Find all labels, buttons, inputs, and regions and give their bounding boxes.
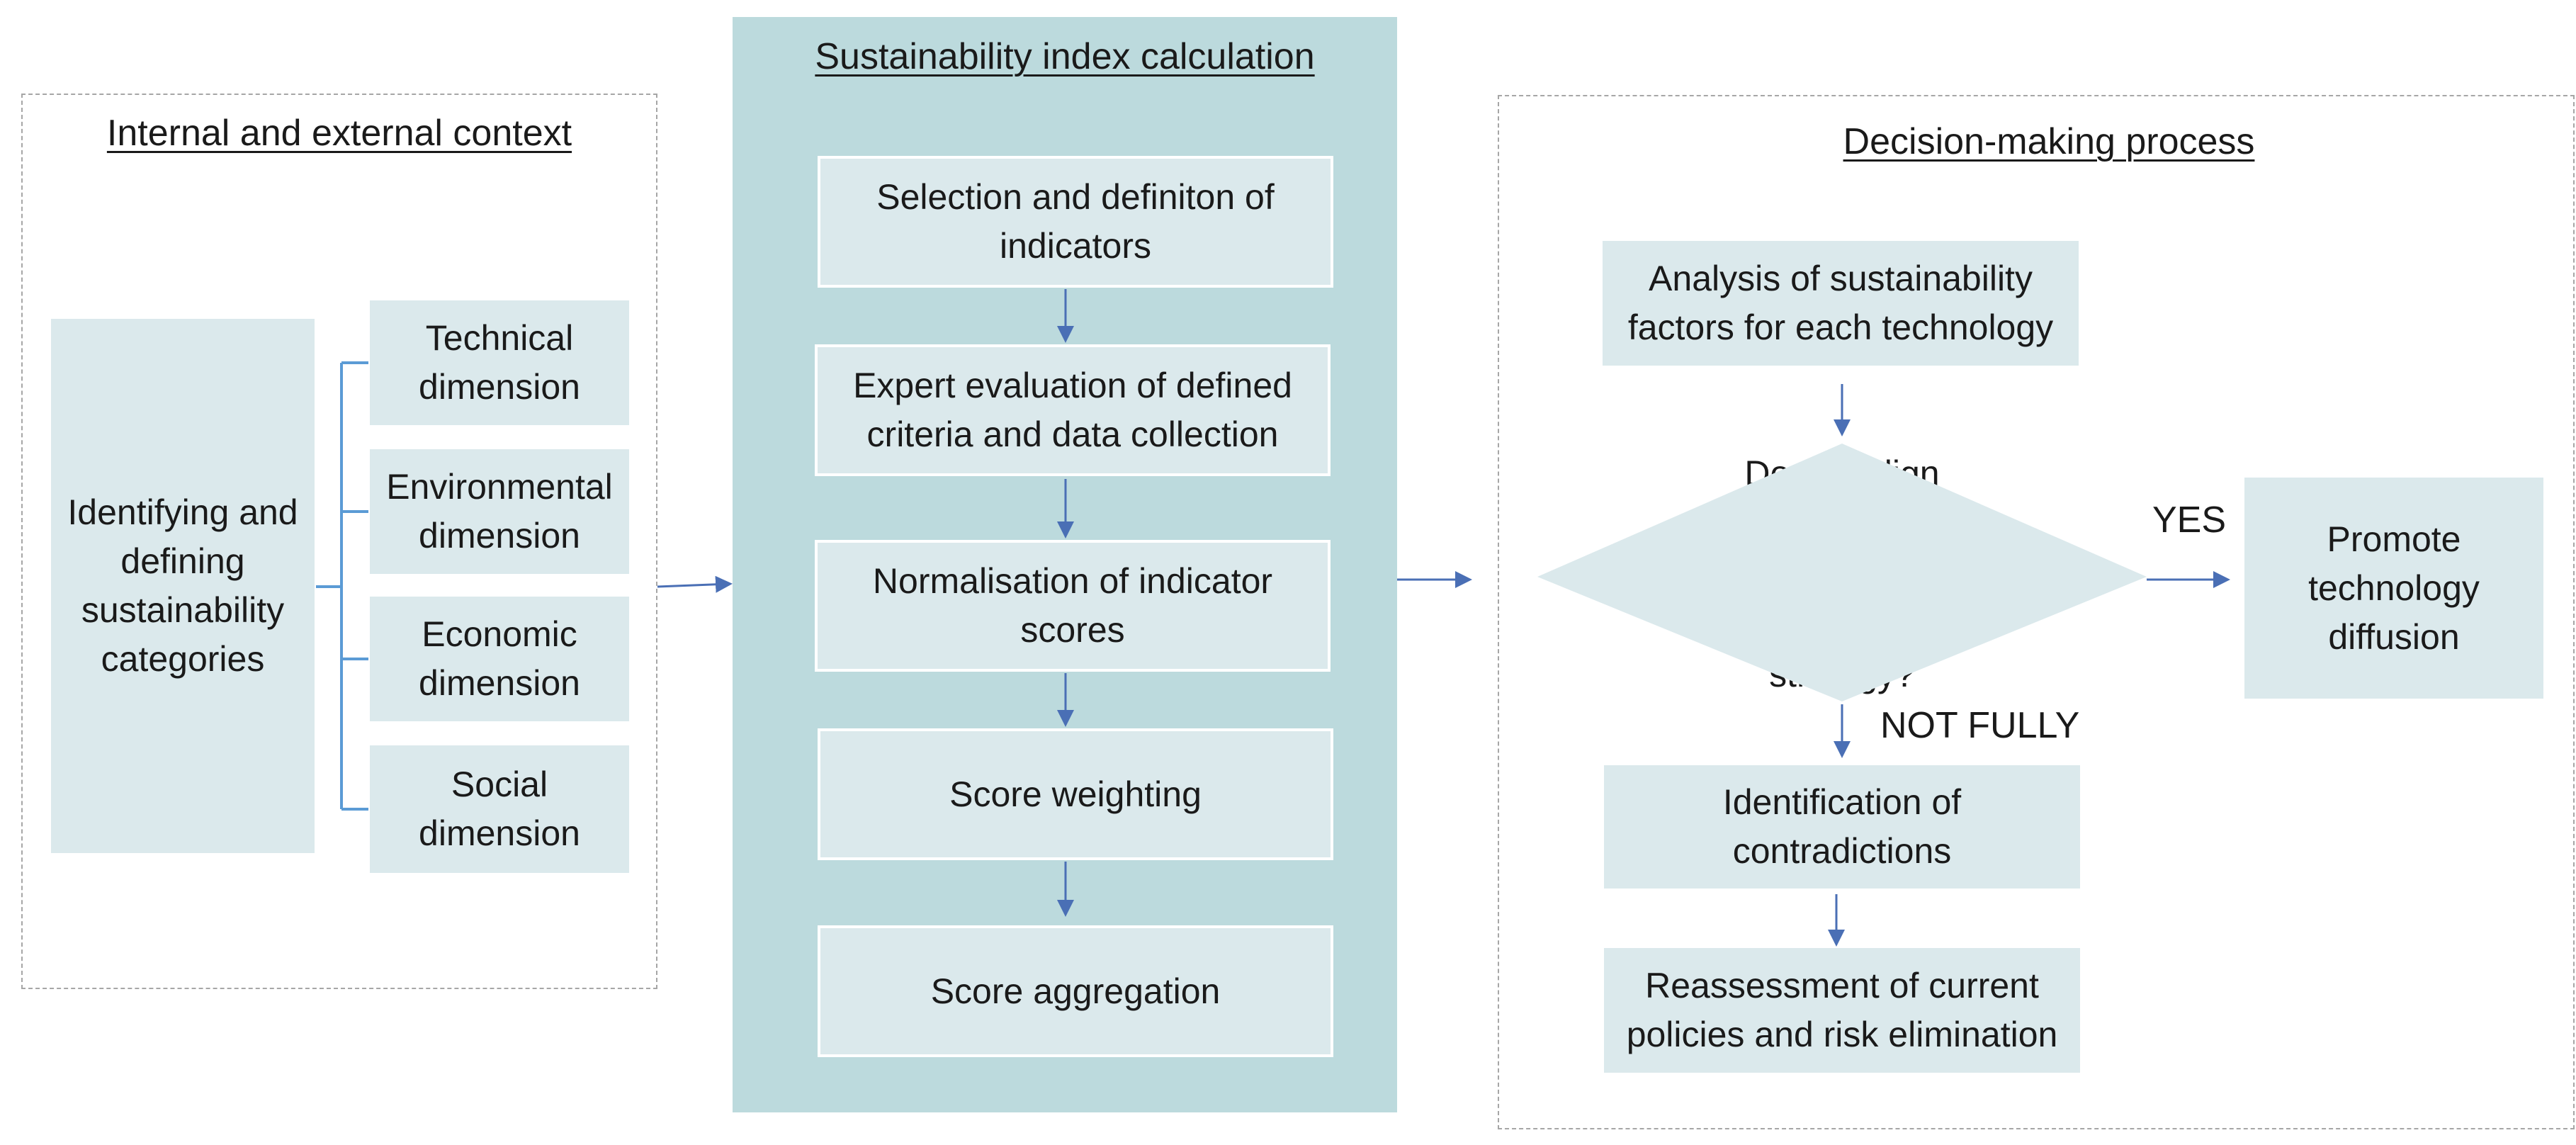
categories-box-label: Identifying and defining sustainability …: [67, 492, 298, 679]
dimension-technical: Technical dimension: [370, 300, 629, 425]
dimension-economic-label: Economic dimension: [419, 614, 580, 703]
analysis-box: Analysis of sustainability factors for e…: [1603, 241, 2079, 366]
dimension-environmental: Environmental dimension: [370, 449, 629, 574]
dimension-technical-label: Technical dimension: [419, 318, 580, 407]
index-title: Sustainability index calculation: [815, 36, 1315, 77]
step-aggregation-label: Score aggregation: [930, 971, 1221, 1011]
analysis-box-label: Analysis of sustainability factors for e…: [1627, 259, 2054, 347]
decision-title: Decision-making process: [1843, 121, 2255, 162]
step-aggregation: Score aggregation: [818, 925, 1333, 1057]
step-selection-label: Selection and definiton of indicators: [876, 177, 1275, 266]
reassessment-box: Reassessment of current policies and ris…: [1604, 948, 2080, 1073]
decision-question: Does it align with low carbon economy st…: [1651, 453, 2033, 694]
step-normalisation: Normalisation of indicator scores: [815, 540, 1331, 672]
identification-box-label: Identification of contradictions: [1722, 782, 1962, 871]
step-weighting-label: Score weighting: [949, 774, 1202, 814]
dimension-social: Social dimension: [370, 745, 629, 873]
dimension-environmental-label: Environmental dimension: [386, 467, 613, 555]
step-weighting: Score weighting: [818, 728, 1333, 860]
yes-label: YES: [2152, 500, 2227, 541]
dimension-economic: Economic dimension: [370, 597, 629, 721]
identification-box: Identification of contradictions: [1604, 765, 2080, 889]
step-expert-evaluation: Expert evaluation of defined criteria an…: [815, 344, 1331, 476]
step-expert-evaluation-label: Expert evaluation of defined criteria an…: [853, 366, 1292, 454]
step-selection: Selection and definiton of indicators: [818, 156, 1333, 288]
dimension-social-label: Social dimension: [419, 765, 580, 853]
step-normalisation-label: Normalisation of indicator scores: [872, 561, 1273, 650]
reassessment-box-label: Reassessment of current policies and ris…: [1626, 966, 2058, 1054]
categories-box: Identifying and defining sustainability …: [51, 319, 315, 853]
decision-question-label: Does it align with low carbon economy st…: [1744, 453, 1940, 694]
promote-box: Promote technology diffusion: [2244, 478, 2543, 699]
not-fully-label: NOT FULLY: [1880, 705, 2080, 746]
arrow-context-to-index: [657, 575, 733, 593]
promote-box-label: Promote technology diffusion: [2308, 519, 2480, 657]
context-title: Internal and external context: [106, 113, 572, 154]
